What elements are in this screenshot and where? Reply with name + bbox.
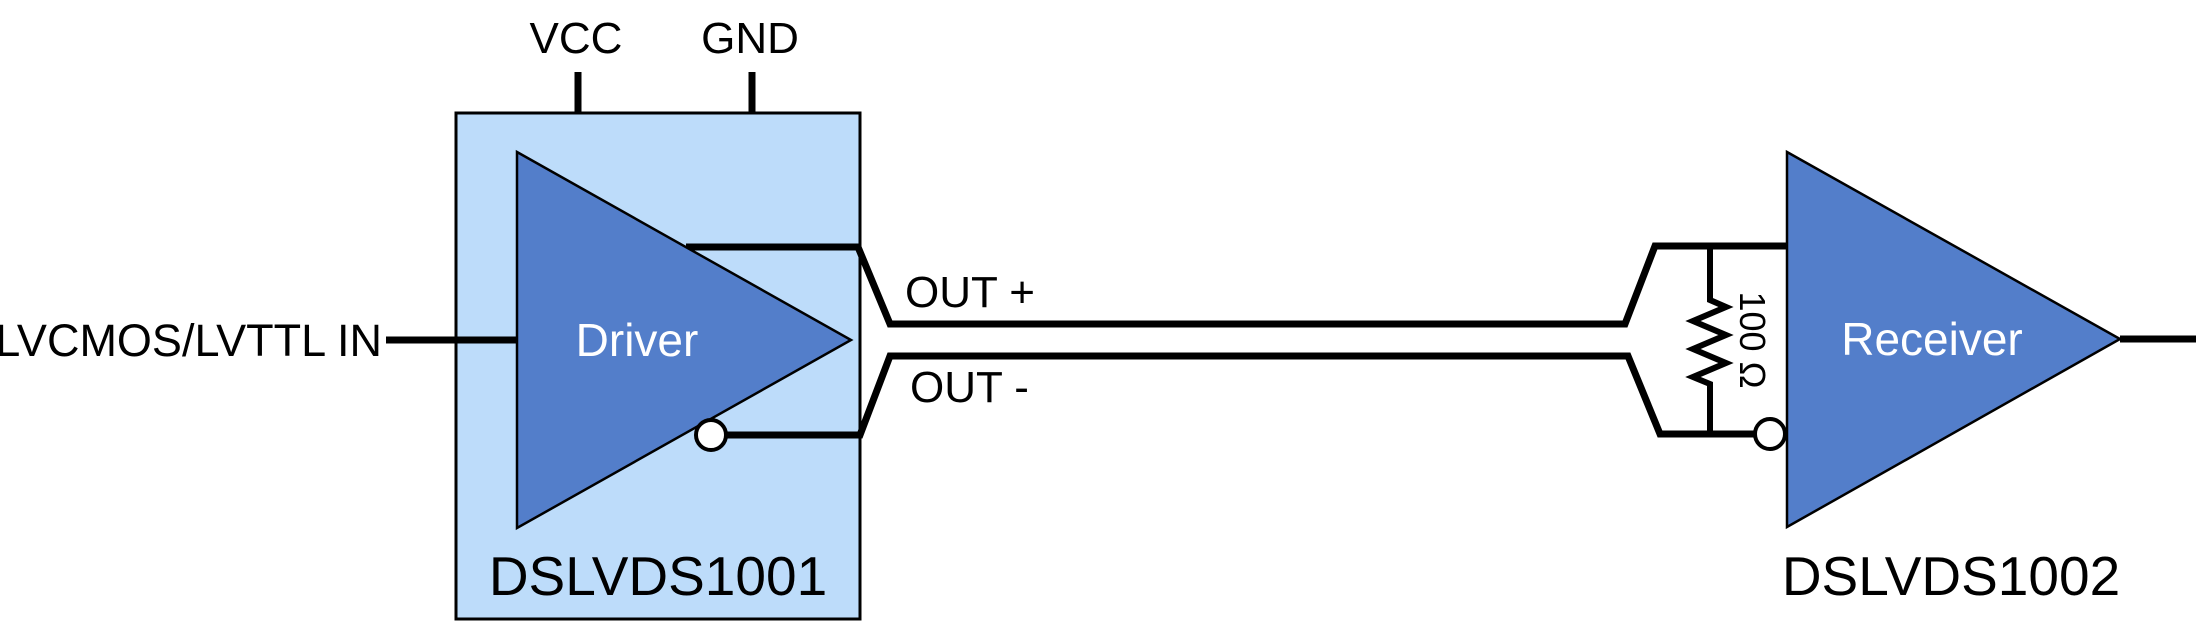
termination-resistor-label: 100 Ω [1732, 292, 1773, 389]
driver-gate-triangle [515, 149, 854, 531]
receiver-inversion-bubble [1753, 417, 1787, 451]
out-plus-wire [686, 242, 1787, 328]
driver-gate-label: Driver [576, 314, 699, 366]
driver-inversion-bubble [694, 418, 728, 452]
out-minus-wire [726, 352, 1787, 439]
out-minus-label: OUT - [910, 363, 1029, 412]
gnd-label: GND [701, 14, 799, 63]
termination-resistor [1685, 246, 1734, 434]
driver-part-number-label: DSLVDS1001 [489, 545, 827, 607]
vcc-label: VCC [530, 14, 623, 63]
receiver-part-number-label: DSLVDS1002 [1782, 545, 2120, 607]
receiver-gate-label: Receiver [1841, 313, 2023, 365]
out-plus-label: OUT + [905, 268, 1035, 317]
input-label: LVCMOS/LVTTL IN [0, 315, 382, 366]
receiver-gate-triangle [1785, 149, 2123, 530]
